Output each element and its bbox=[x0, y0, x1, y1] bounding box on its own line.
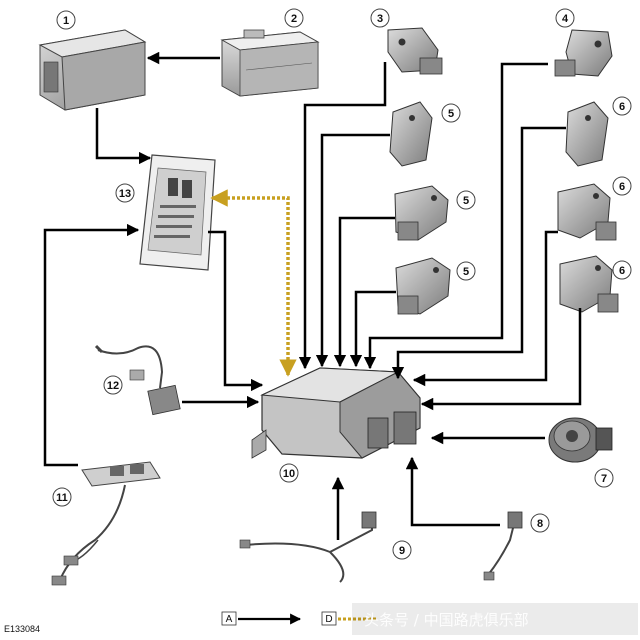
callout-circle-10 bbox=[279, 463, 299, 483]
callout-label-6c: 6 bbox=[619, 265, 625, 277]
legend-a-box bbox=[221, 611, 237, 626]
component-13-fuse-box bbox=[139, 154, 216, 271]
callout-circle-12 bbox=[103, 375, 123, 395]
callout-circle-4 bbox=[555, 8, 575, 28]
callout-label-10: 10 bbox=[283, 468, 295, 480]
component-5-sensor-bottom bbox=[395, 257, 451, 315]
link-4-to-10 bbox=[363, 62, 548, 370]
watermark-text: 头条号 / 中国路虎俱乐部 bbox=[364, 611, 529, 629]
legend-d-box bbox=[321, 611, 337, 626]
component-2-battery bbox=[220, 29, 320, 97]
callout-circle-7 bbox=[594, 468, 614, 488]
link-5c-to-10 bbox=[349, 290, 396, 368]
component-6-sensor-top bbox=[565, 101, 609, 167]
callout-label-12: 12 bbox=[107, 380, 119, 392]
link-13-to-10 bbox=[208, 230, 264, 392]
link-6b-to-10 bbox=[412, 230, 558, 387]
callout-label-5a: 5 bbox=[448, 108, 454, 120]
component-11-harness bbox=[51, 461, 161, 586]
callout-circle-6c bbox=[612, 260, 632, 280]
link-1-to-13 bbox=[95, 108, 152, 165]
component-10-control-module bbox=[251, 367, 421, 459]
callout-label-13: 13 bbox=[119, 188, 131, 200]
component-6-sensor-middle bbox=[557, 183, 617, 241]
callout-circle-6a bbox=[612, 96, 632, 116]
callout-circle-3 bbox=[370, 8, 390, 28]
component-7-switch bbox=[548, 417, 613, 463]
component-8-cable bbox=[483, 511, 523, 581]
component-12-harness bbox=[94, 344, 181, 416]
callout-label-5b: 5 bbox=[463, 195, 469, 207]
callout-circle-5a bbox=[441, 103, 461, 123]
callout-circle-13 bbox=[115, 183, 135, 203]
watermark: 头条号 / 中国路虎俱乐部 bbox=[352, 603, 638, 635]
link-6c-to-10 bbox=[420, 308, 582, 411]
component-9-cable bbox=[239, 511, 377, 583]
link-6a-to-10 bbox=[391, 126, 566, 380]
callout-label-6a: 6 bbox=[619, 101, 625, 113]
component-5-sensor-middle bbox=[394, 185, 449, 241]
legend: A D bbox=[221, 611, 378, 626]
link-5a-to-10 bbox=[315, 133, 390, 368]
callout-circle-11 bbox=[52, 487, 72, 507]
callout-label-9: 9 bbox=[399, 545, 405, 557]
callout-label-1: 1 bbox=[63, 15, 69, 27]
component-3-sensor bbox=[387, 27, 443, 75]
connection-lines bbox=[43, 51, 582, 540]
callout-label-4: 4 bbox=[562, 13, 569, 25]
callout-circle-6b bbox=[612, 176, 632, 196]
link-3-to-10 bbox=[298, 62, 387, 370]
callout-labels: 1 2 3 4 5 5 5 6 6 6 7 8 9 10 11 12 13 bbox=[56, 13, 625, 557]
link-8-to-10 bbox=[405, 456, 500, 527]
callout-label-11: 11 bbox=[56, 492, 68, 504]
legend-a-label: A bbox=[226, 614, 233, 625]
callout-circle-1 bbox=[56, 10, 76, 30]
callout-label-7: 7 bbox=[601, 473, 607, 485]
callout-circle-2 bbox=[284, 8, 304, 28]
link-11-to-13 bbox=[43, 223, 140, 467]
link-5b-to-10 bbox=[333, 216, 395, 368]
legend-d-label: D bbox=[325, 614, 332, 625]
callout-circle-5b bbox=[456, 190, 476, 210]
component-4-sensor bbox=[554, 29, 613, 77]
callout-circle-9 bbox=[392, 540, 412, 560]
callout-label-8: 8 bbox=[537, 518, 543, 530]
callout-circle-5c bbox=[456, 261, 476, 281]
callout-label-5c: 5 bbox=[463, 266, 469, 278]
component-6-sensor-bottom bbox=[559, 255, 619, 313]
figure-code: E133084 bbox=[4, 624, 40, 634]
callout-circle-8 bbox=[530, 513, 550, 533]
component-5-sensor-top bbox=[389, 101, 433, 167]
dashed-link-13-10 bbox=[210, 189, 297, 377]
callout-label-3: 3 bbox=[377, 13, 383, 25]
component-1-module bbox=[38, 29, 147, 111]
callout-label-2: 2 bbox=[291, 13, 297, 25]
callout-bubbles bbox=[52, 8, 632, 560]
callout-label-6b: 6 bbox=[619, 181, 625, 193]
